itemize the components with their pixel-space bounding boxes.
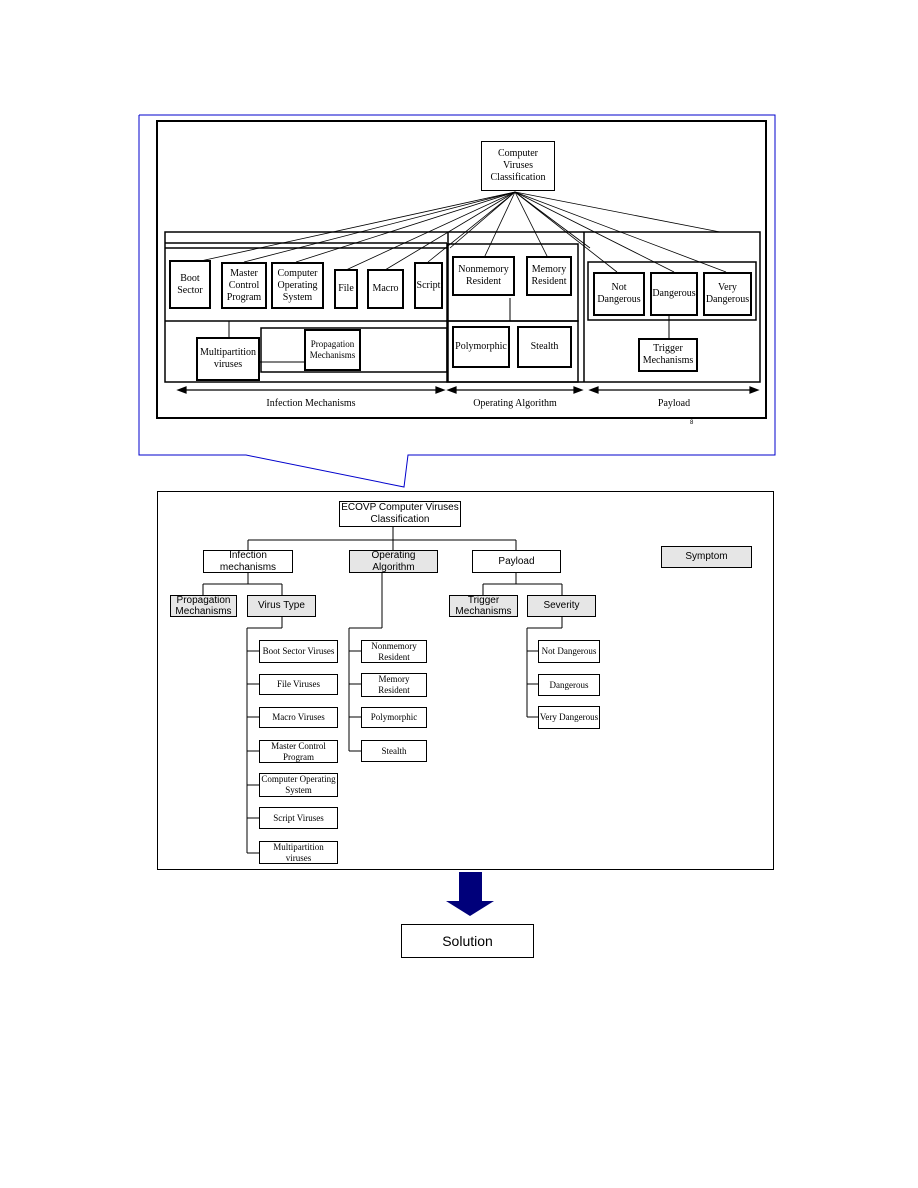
bottom-root-node: ECOVP Computer Viruses Classification — [339, 501, 461, 527]
top-propagation-node: Propagation Mechanisms — [304, 329, 361, 371]
top-polymorphic-node: Polymorphic — [452, 326, 510, 368]
top-page-marker: 8 — [690, 420, 694, 426]
top-not-dangerous-node: Not Dangerous — [593, 272, 645, 316]
callout-frame — [138, 114, 776, 488]
severity-item: Very Dangerous — [538, 706, 600, 729]
trigger-mechanisms-node: Trigger Mechanisms — [449, 595, 518, 617]
top-master-control-node: Master Control Program — [221, 262, 267, 309]
axis-label-infection: Infection Mechanisms — [266, 398, 356, 409]
root-fan-lines — [195, 191, 727, 273]
axis-label-payload: Payload — [657, 398, 691, 409]
virus-type-node: Virus Type — [247, 595, 316, 617]
solution-box: Solution — [401, 924, 534, 958]
top-section-frames — [164, 231, 761, 383]
virus-type-item: Master Control Program — [259, 740, 338, 763]
bottom-tree-lines — [202, 527, 563, 854]
severity-node: Severity — [527, 595, 596, 617]
virus-type-item: Multipartition viruses — [259, 841, 338, 864]
top-frame — [156, 120, 767, 419]
down-arrow-icon — [446, 872, 494, 916]
virus-type-item: Computer Operating System — [259, 773, 338, 797]
payload-node: Payload — [472, 550, 561, 573]
top-multipartition-node: Multipartition viruses — [196, 337, 260, 381]
operating-algorithm-node: Operating Algorithm — [349, 550, 438, 573]
top-trigger-node: Trigger Mechanisms — [638, 338, 698, 372]
axis-arrows — [176, 386, 760, 394]
top-stealth-node: Stealth — [517, 326, 572, 368]
virus-type-item: Macro Viruses — [259, 707, 338, 728]
top-memory-node: Memory Resident — [526, 256, 572, 296]
operating-item: Nonmemory Resident — [361, 640, 427, 663]
axis-label-operating: Operating Algorithm — [473, 398, 557, 409]
severity-item: Not Dangerous — [538, 640, 600, 663]
top-nonmemory-node: Nonmemory Resident — [452, 256, 515, 296]
virus-type-item: Script Viruses — [259, 807, 338, 829]
infection-mechanisms-node: Infection mechanisms — [203, 550, 293, 573]
top-boot-sector-node: Boot Sector — [169, 260, 211, 309]
top-very-dangerous-node: Very Dangerous — [703, 272, 752, 316]
top-computer-os-node: Computer Operating System — [271, 262, 324, 309]
severity-item: Dangerous — [538, 674, 600, 696]
operating-item: Polymorphic — [361, 707, 427, 728]
symptom-node: Symptom — [661, 546, 752, 568]
top-file-node: File — [334, 269, 358, 309]
virus-type-item: File Viruses — [259, 674, 338, 695]
propagation-mechanisms-node: Propagation Mechanisms — [170, 595, 237, 617]
top-root-node: Computer Viruses Classification — [481, 141, 555, 191]
operating-item: Stealth — [361, 740, 427, 762]
top-minor-lines — [228, 298, 670, 363]
bottom-frame — [157, 491, 774, 870]
virus-type-item: Boot Sector Viruses — [259, 640, 338, 663]
operating-item: Memory Resident — [361, 673, 427, 697]
top-dangerous-node: Dangerous — [650, 272, 698, 316]
top-script-node: Script — [414, 262, 443, 309]
top-macro-node: Macro — [367, 269, 404, 309]
